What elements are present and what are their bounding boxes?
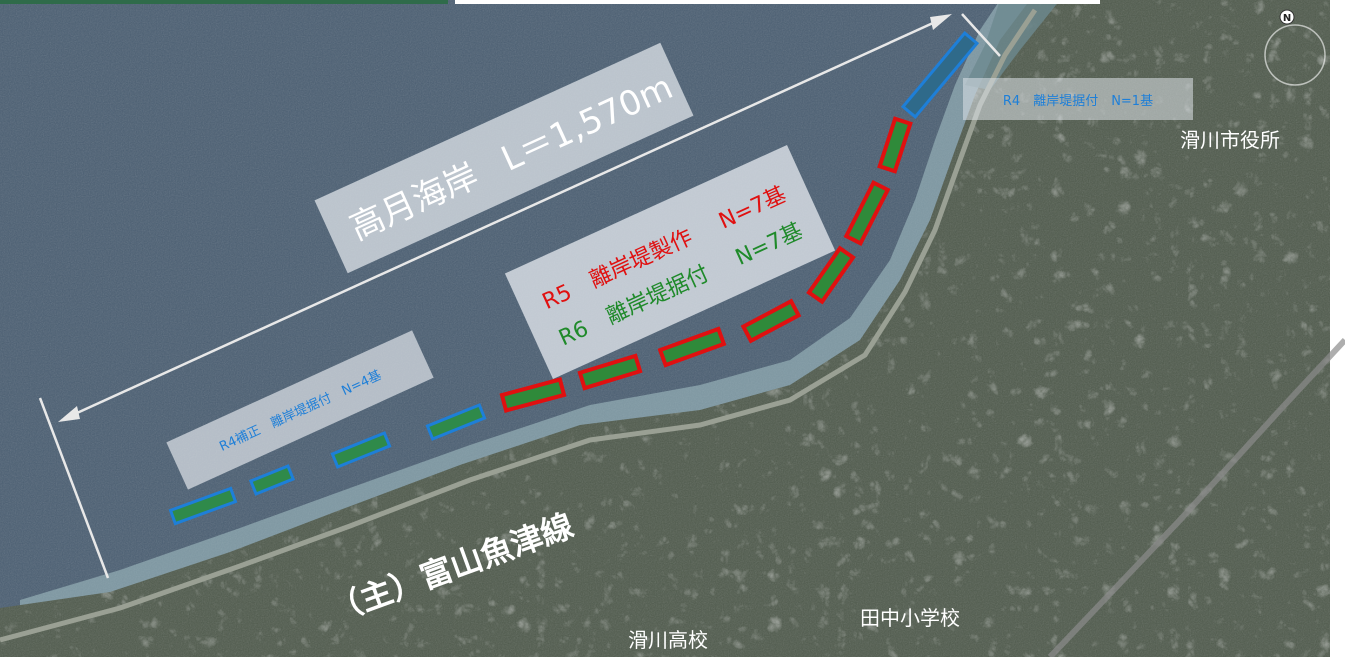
breakwater: [740, 298, 802, 344]
breakwater: [900, 30, 980, 120]
breakwater: [843, 179, 891, 247]
right-margin: [1330, 0, 1345, 657]
range-end-left: [38, 397, 110, 579]
compass-label: N: [1283, 13, 1291, 24]
compass: N: [1264, 9, 1326, 86]
breakwater: [499, 377, 567, 413]
breakwater: [425, 403, 487, 441]
range-end-right: [961, 13, 1001, 57]
r4-label-box: R4 離岸堤据付 N=1基: [963, 78, 1193, 120]
breakwater: [330, 431, 392, 469]
breakwaters-r4-hosei: [168, 403, 487, 526]
breakwater: [168, 486, 238, 526]
railway: [1047, 337, 1345, 657]
r5r6-label-box: R5 離岸堤製作 N=7基 R6 離岸堤据付 N=7基: [504, 144, 836, 380]
main-road: [0, 8, 1038, 643]
breakwater: [806, 245, 856, 305]
high-school-label: 滑川高校: [628, 628, 708, 652]
breakwater: [657, 326, 727, 368]
r4-label: R4 離岸堤据付 N=1基: [1003, 94, 1153, 109]
header-bar-right: [455, 0, 1100, 4]
city-hall-label: 滑川市役所: [1180, 128, 1280, 152]
breakwater: [248, 464, 296, 496]
breakwater: [577, 353, 643, 391]
coast-length-arrow: [58, 14, 952, 422]
breakwaters-r4: [900, 30, 980, 120]
elementary-school-label: 田中小学校: [860, 606, 960, 630]
header-bar-left: [0, 0, 448, 4]
breakwaters-r5-r6: [499, 116, 913, 413]
breakwater: [877, 116, 913, 174]
